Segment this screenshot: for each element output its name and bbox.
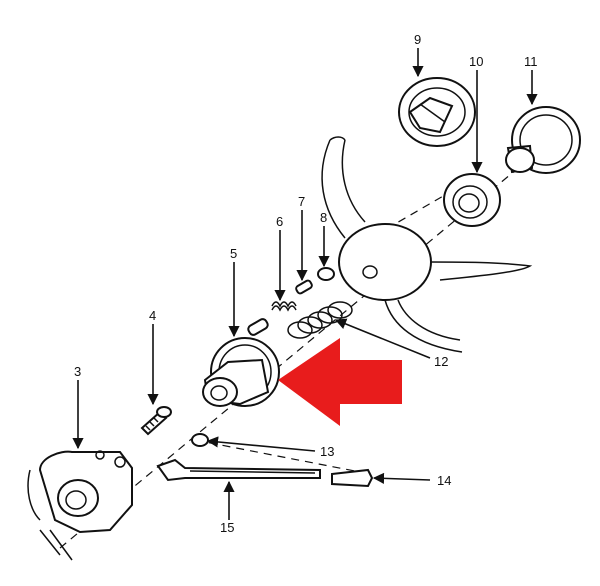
callout-8: 8 (320, 210, 327, 225)
bushing (247, 318, 269, 336)
part-4-screw (140, 406, 172, 436)
part-13-screw (191, 433, 209, 447)
part-5-sleeve (202, 337, 280, 407)
callout-6: 6 (276, 214, 283, 229)
part-14-knob (331, 468, 374, 488)
callout-11: 11 (524, 54, 538, 69)
part-3-switch-housing (27, 450, 133, 561)
part-11-hub (505, 106, 581, 174)
callout-5: 5 (230, 246, 237, 261)
part-10-ring (443, 173, 501, 227)
steering-wheel (321, 136, 533, 353)
callout-10: 10 (469, 54, 483, 69)
callout-14: 14 (437, 473, 451, 488)
highlight-arrow (278, 338, 402, 426)
part-6-spring (271, 301, 297, 312)
part-9-horn-cap (398, 77, 476, 147)
callout-15: 15 (220, 520, 234, 535)
part-8-cap (317, 267, 335, 281)
part-15-lever (156, 458, 321, 482)
callout-labels: 9 10 11 8 7 6 5 4 3 12 13 14 15 (74, 32, 538, 535)
callout-leaders (72, 48, 538, 520)
callout-13: 13 (320, 444, 334, 459)
callout-4: 4 (149, 308, 156, 323)
callout-9: 9 (414, 32, 421, 47)
callout-12: 12 (434, 354, 448, 369)
part-12-coil-spring (287, 301, 353, 339)
part-7-pin (295, 279, 313, 295)
callout-7: 7 (298, 194, 305, 209)
callout-3: 3 (74, 364, 81, 379)
